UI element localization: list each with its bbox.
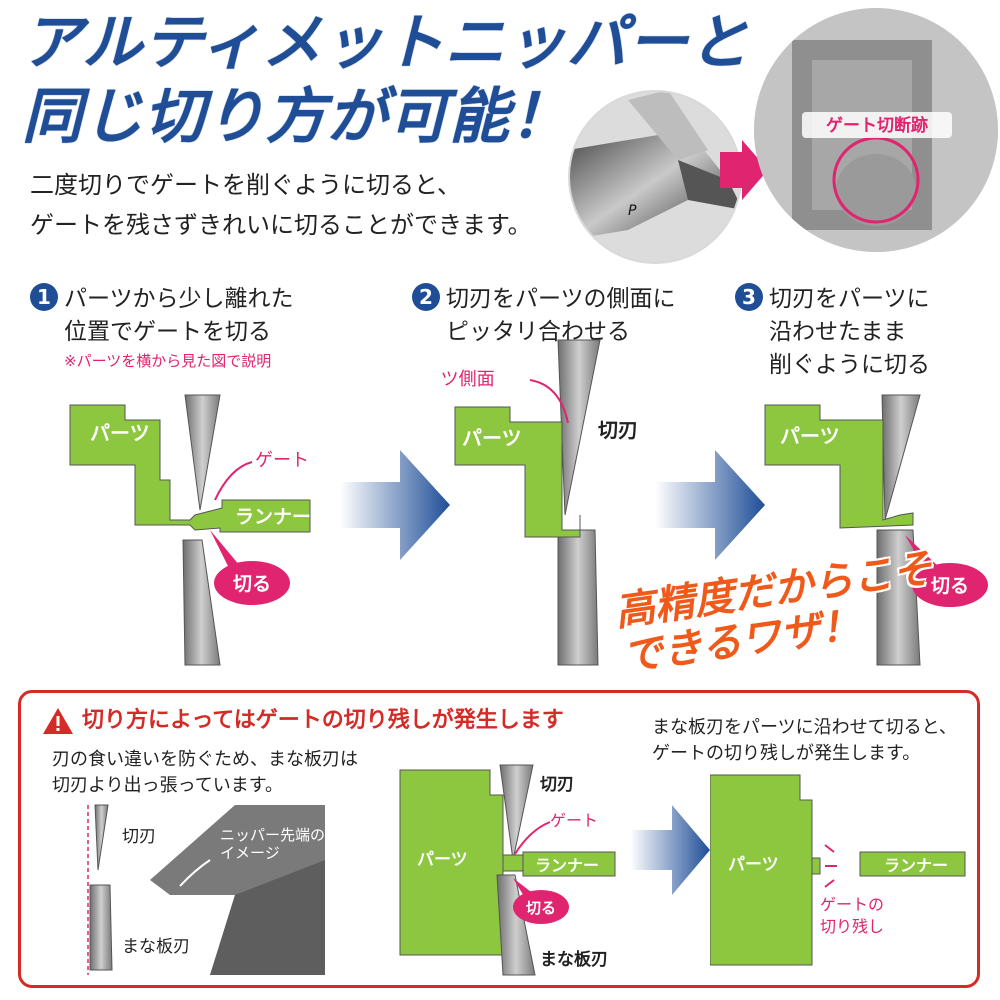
anvil-blade-label: まな板刃 [122,937,190,957]
step-1-line-1: パーツから少し離れた [64,286,294,312]
leftover-line-1: ゲートの [820,895,884,914]
part-label: パーツ [780,424,840,448]
lower-blade [557,529,599,666]
intro-line-2: ゲートを残さずきれいに切ることができます。 [30,211,532,239]
anvil-blade-label: まな板刃 [540,949,608,970]
part-shape [710,774,813,966]
step-1-number: 1 [30,283,58,311]
runner-label: ランナー [235,506,311,528]
blade-label: 切刃 [122,827,156,847]
upper-blade [881,394,921,521]
leftover-line-2: 切り残し [820,917,884,936]
lower-blade [496,874,536,976]
part-label: パーツ [728,855,779,875]
step-1-line-2: 位置でゲートを切る [64,319,271,345]
headline-line-2: 同じ切り方が可能！ [22,82,571,152]
arrow-right-icon [630,805,710,895]
part-label: パーツ [462,426,522,450]
leftover-gate-diagram: パーツ ランナー ゲートの 切り残し [710,774,966,966]
part-label: パーツ [417,850,468,870]
part-shape [454,406,581,538]
intro-line-1: 二度切りでゲートを削ぐように切ると、 [30,171,462,199]
cut-label: 切る [233,573,271,595]
leftover-gate [811,857,821,875]
anvil-blade [89,884,113,971]
warning-right-text-1: まな板刃をパーツに沿わせて切ると、 [652,717,957,738]
upper-blade [499,764,534,861]
step-3-line-1: 切刃をパーツに [769,286,930,312]
upper-blade [557,339,601,516]
part-shape [399,769,504,956]
nipper-photo: P [568,90,742,264]
warning-icon [43,708,73,734]
warning-cut-diagram: パーツ ランナー 切刃 ゲート 切る まな板刃 [399,764,616,976]
step-1-note: ※パーツを横から見た図で説明 [64,352,272,370]
warning-box [18,690,980,988]
runner-label: ランナー [884,856,948,875]
step-3-diagram: パーツ 切る [764,394,988,666]
lower-blade [182,539,221,666]
arrow-right-icon [340,450,450,560]
arrow-right-icon [720,140,768,200]
arrow-right-icon [655,450,765,560]
headline-line-1: アルティメットニッパーと [22,8,750,78]
warning-left-text-2: 切刃より出っ張っています。 [52,775,283,796]
step-2-line-1: 切刃をパーツの側面に [446,286,676,312]
part-shape [69,404,311,533]
step-3-line-2: 沿わせたまま [769,319,907,345]
cutting-blade [94,804,109,871]
nipper-tip-line-2: イメージ [220,844,280,862]
step-2-diagram: パーツ パーツ側面 切刃 [440,339,638,666]
nipper-tip-line-1: ニッパー先端の [220,826,325,844]
part-shape [764,404,914,529]
warning-left-text-1: 刃の食い違いを防ぐため、まな板刃は [52,749,358,770]
step-1-diagram: パーツ ランナー ゲート 切る [69,394,311,666]
gate-cut-photo: ゲート切断跡 [754,8,998,252]
part-side-label: パーツ側面 [440,369,495,390]
blade-label: 切刃 [598,418,638,442]
upper-blade [184,394,221,511]
part-label: パーツ [90,421,150,445]
step-3-line-3: 削ぐように切る [769,352,930,378]
lower-blade [876,529,921,666]
cut-label: 切る [526,899,556,917]
gate-label: ゲート [255,450,309,471]
cut-label: 切る [931,575,969,597]
svg-text:P: P [628,203,637,219]
warning-right-text-2: ゲートの切り残しが発生します。 [652,743,921,764]
step-2-number: 2 [412,283,440,311]
warning-title: 切り方によってはゲートの切り残しが発生します [82,708,564,733]
gate-label: ゲート [550,811,598,830]
step-3-number: 3 [735,283,763,311]
runner-label: ランナー [535,856,599,875]
blade-label: 切刃 [540,775,574,795]
gate-cut-callout: ゲート切断跡 [826,115,928,136]
blade-illustration: 切刃 まな板刃 ニッパー先端の イメージ [87,804,325,975]
